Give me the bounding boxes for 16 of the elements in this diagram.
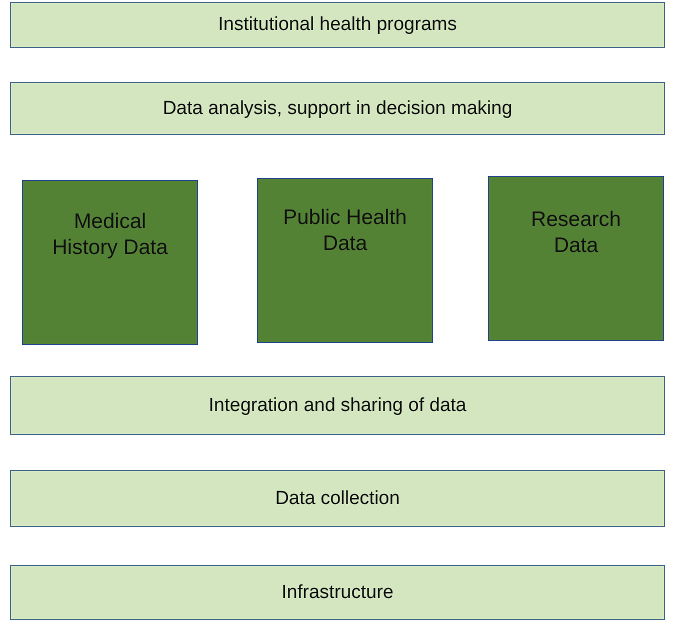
data-label: Public Health Data [282,205,408,258]
data-square [257,178,433,343]
layer-label: Integration and sharing of data [208,394,466,416]
layer-bar [10,565,665,620]
data-square [22,180,198,345]
layer-label: Infrastructure [282,582,394,604]
data-label: Research Data [530,207,622,260]
data-square [488,176,664,341]
layer-bar [10,376,665,435]
layer-bar [10,82,665,135]
layer-label: Institutional health programs [218,14,457,36]
data-label: Medical History Data [51,209,169,262]
layer-label: Data analysis, support in decision making [162,98,512,120]
layer-bar [10,2,665,48]
layer-bar [10,470,665,527]
layer-label: Data collection [275,488,400,510]
